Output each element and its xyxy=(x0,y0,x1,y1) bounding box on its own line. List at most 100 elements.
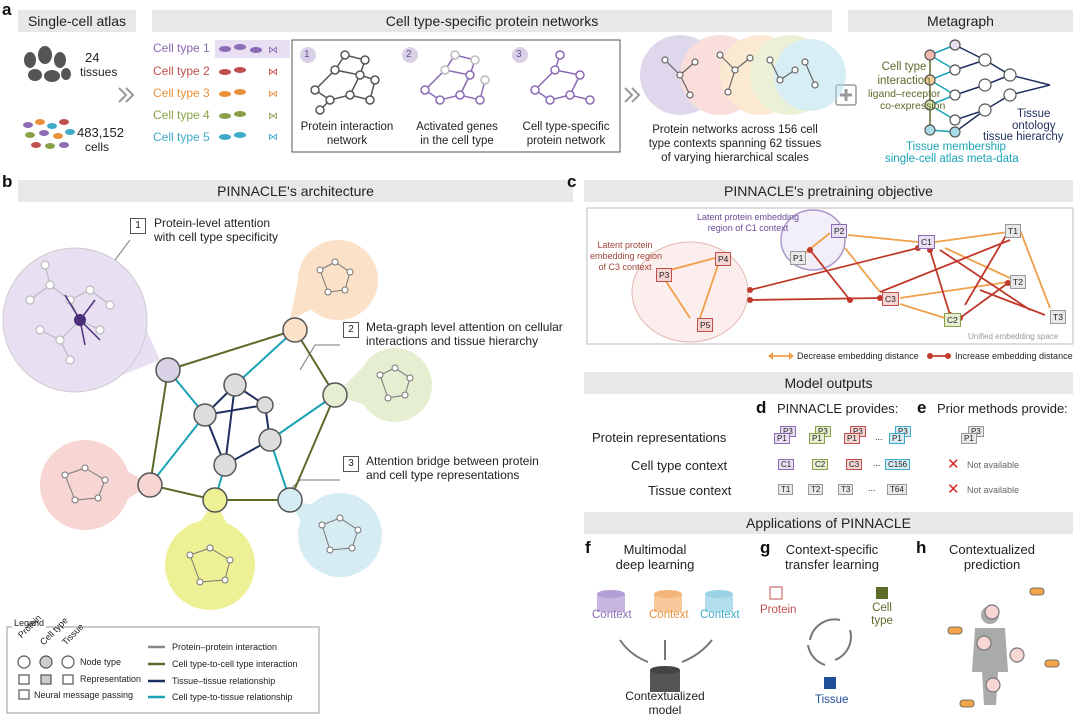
chevron-right-icon xyxy=(118,87,641,103)
prior-token: P1 xyxy=(961,433,977,444)
d-title: PINNACLE provides: xyxy=(777,401,899,416)
legend-representation: Representation xyxy=(80,674,142,684)
node-t2: T2 xyxy=(1010,275,1026,289)
networks-header: Cell type-specific protein networks xyxy=(152,10,832,32)
legend-edge-ppi: Protein–protein interaction xyxy=(172,642,278,652)
context-networks xyxy=(661,51,819,99)
list-icon xyxy=(769,586,888,689)
row-tissue: Tissue context xyxy=(648,483,732,498)
legend-box xyxy=(6,626,320,714)
legend-edge-tt: Tissue–tissue relationship xyxy=(172,676,276,686)
panel-g-letter: g xyxy=(760,538,771,557)
svg-text:⋈: ⋈ xyxy=(268,111,278,122)
cell-type-1: Cell type 1 xyxy=(153,41,210,55)
step-3-number: 3 xyxy=(516,49,522,60)
step-number-badges xyxy=(300,47,528,63)
g-tissue: Tissue xyxy=(815,694,849,706)
cell-token-3: C3 xyxy=(846,459,863,470)
tissues-count: 24 xyxy=(85,50,100,65)
cell-token-2: C2 xyxy=(812,459,829,470)
space-label: Unified embedding space xyxy=(968,332,1059,341)
tissue-ellipsis: ... xyxy=(868,483,876,493)
mg-metadata: single-cell atlas meta-data xyxy=(885,153,1019,165)
row-cell: Cell type context xyxy=(631,458,728,473)
node-t1: T1 xyxy=(1005,224,1021,238)
panel-b-letter: b xyxy=(2,172,13,191)
database-icon xyxy=(597,590,733,692)
mg-membership: Tissue membership xyxy=(906,141,1006,153)
mg-hierarchy: tissue hierarchy xyxy=(983,131,1064,143)
protein-token-4: P1 xyxy=(889,433,905,444)
cell-type-2: Cell type 2 xyxy=(153,64,210,78)
outputs-header: Model outputs xyxy=(584,372,1073,394)
metagraph-graph xyxy=(929,44,1051,133)
protein-token-1: P1 xyxy=(774,433,790,444)
node-p4: P4 xyxy=(715,252,732,266)
increase-label: Increase embedding distance xyxy=(955,351,1073,361)
step-2-number: 2 xyxy=(406,49,412,60)
cell-ellipsis: ... xyxy=(873,458,881,468)
node-p2: P2 xyxy=(831,224,848,238)
f-context-1: Context xyxy=(592,609,632,621)
node-t3: T3 xyxy=(1050,310,1066,324)
applications-header: Applications of PINNACLE xyxy=(584,512,1073,534)
protein-ellipsis: ... xyxy=(875,432,883,442)
callout-2-number: 2 xyxy=(343,322,359,338)
protein-token-2: P1 xyxy=(809,433,825,444)
legend-edge-cc: Cell type-to-cell type interaction xyxy=(172,659,298,669)
tissue-token-1: T1 xyxy=(778,484,794,495)
callout-1-number: 1 xyxy=(130,218,146,234)
organs-icon xyxy=(24,46,71,82)
panel-h-letter: h xyxy=(916,538,927,557)
legend-title: Legend xyxy=(12,618,47,628)
pretraining-header: PINNACLE's pretraining objective xyxy=(584,180,1073,202)
svg-text:⋈: ⋈ xyxy=(268,89,278,100)
cell-type-4: Cell type 4 xyxy=(153,108,210,122)
atlas-header: Single-cell atlas xyxy=(18,10,136,32)
tissue-token-2: T2 xyxy=(808,484,824,495)
cells-label: cells xyxy=(85,140,110,154)
f-context-2: Context xyxy=(649,609,689,621)
cell-token-1: C1 xyxy=(778,459,795,470)
cells-count: 483,152 xyxy=(77,125,124,140)
tissue-token-3: T3 xyxy=(838,484,854,495)
mg-coexp: co-expression xyxy=(880,100,946,112)
panel-d-letter: d xyxy=(756,398,767,417)
tissues-label: tissues xyxy=(80,65,118,79)
e-title: Prior methods provide: xyxy=(937,401,1068,416)
node-c2: C2 xyxy=(944,313,961,327)
decrease-label: Decrease embedding distance xyxy=(797,351,919,361)
panel-e-letter: e xyxy=(917,398,927,417)
cell-type-5: Cell type 5 xyxy=(153,130,210,144)
g-protein: Protein xyxy=(760,604,797,616)
tissue-token-4: T64 xyxy=(887,484,907,495)
architecture-header: PINNACLE's architecture xyxy=(18,180,573,202)
context-circles xyxy=(640,35,846,115)
node-c3: C3 xyxy=(882,292,899,306)
svg-text:⋈: ⋈ xyxy=(268,67,278,78)
svg-text:⋈: ⋈ xyxy=(268,132,278,143)
legend-edge-ct: Cell type-to-tissue relationship xyxy=(172,692,293,702)
prior-tissue-na: Not available xyxy=(967,485,1020,495)
cell-type-chips: ⋈ ⋈ ⋈ ⋈ ⋈ xyxy=(215,40,290,143)
node-p5: P5 xyxy=(697,318,714,332)
close-icon: ✕ xyxy=(947,456,960,473)
metagraph-nodes xyxy=(924,39,1017,138)
panel-c-letter: c xyxy=(567,172,577,191)
mg-tissue: Tissue xyxy=(1017,108,1051,120)
row-protein: Protein representations xyxy=(592,430,727,445)
mg-ontology: ontology xyxy=(1012,120,1056,132)
close-icon: ✕ xyxy=(947,481,960,498)
